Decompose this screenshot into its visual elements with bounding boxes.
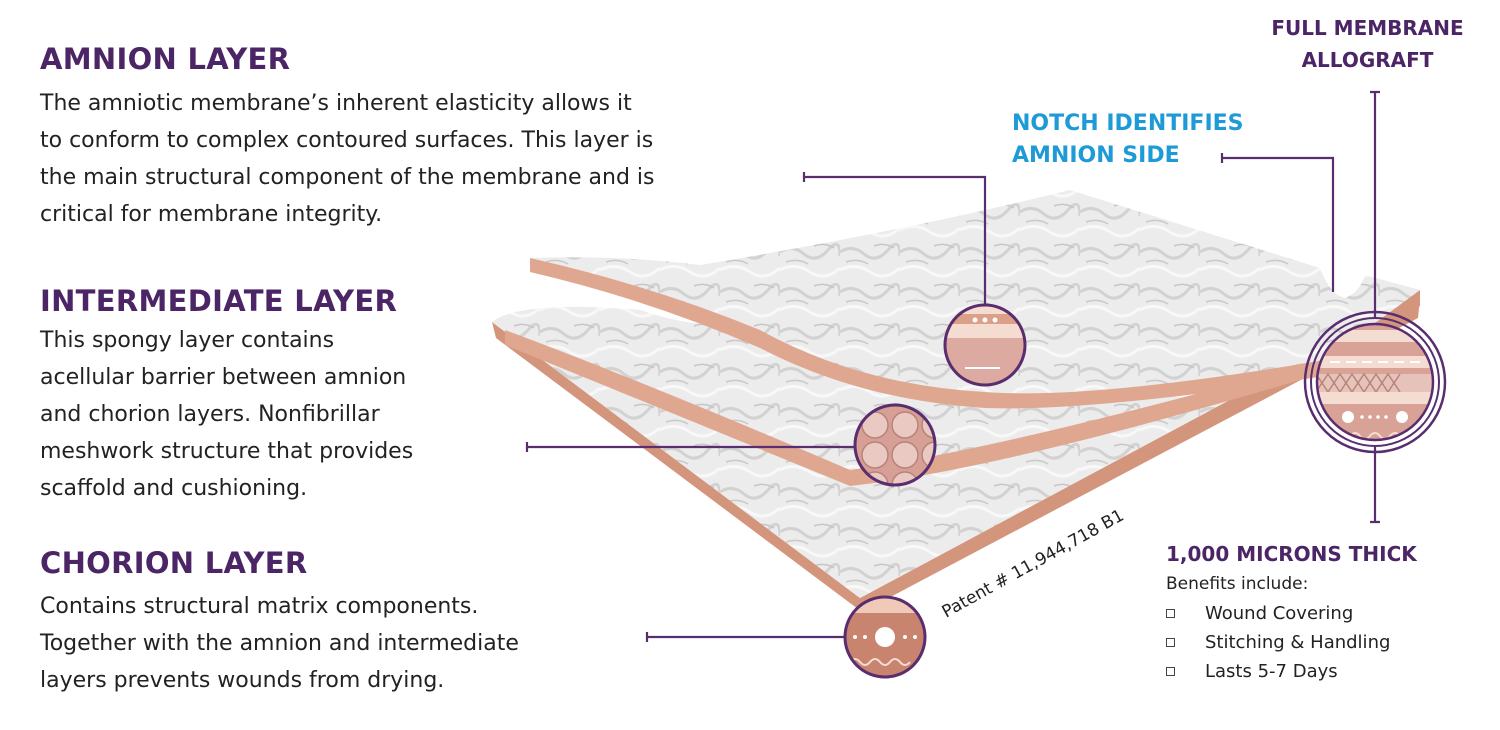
square-bullet-icon [1166,638,1175,647]
notch-line: AMNION SIDE [1012,143,1180,168]
amnion-layer-title: AMNION LAYER [40,42,291,76]
full-membrane-magnifier [1303,310,1447,454]
benefit-item: Wound Covering [1166,599,1390,628]
amnion-desc-line: The amniotic membrane’s inherent elastic… [40,91,632,116]
full-membrane-leader-bottom [1370,446,1380,524]
square-bullet-icon [1166,667,1175,676]
full-membrane-callout: FULL MEMBRANE ALLOGRAFT [1245,12,1490,76]
full-membrane-leader-top [1370,90,1380,318]
chorion-leader [645,632,845,642]
full-membrane-line: ALLOGRAFT [1301,48,1434,72]
intermediate-layer-description: This spongy layer contains acellular bar… [40,322,413,507]
chorion-desc-line: Contains structural matrix components. [40,594,479,619]
chorion-magnifier [843,595,927,679]
notch-callout: NOTCH IDENTIFIES AMNION SIDE [1012,108,1244,172]
intermediate-leader [525,442,855,452]
full-membrane-line: FULL MEMBRANE [1271,16,1464,40]
amnion-leader [802,172,987,305]
intermediate-sheet [505,330,1320,486]
amnion-desc-line: to conform to complex contoured surfaces… [40,128,654,153]
thickness-title: 1,000 MICRONS THICK [1166,542,1417,566]
intermediate-desc-line: meshwork structure that provides [40,439,414,464]
chorion-desc-line: Together with the amnion and intermediat… [40,631,519,656]
intermediate-layer-title: INTERMEDIATE LAYER [40,284,398,318]
amnion-desc-line: critical for membrane integrity. [40,202,383,227]
intermediate-desc-line: This spongy layer contains [40,328,335,353]
intermediate-desc-line: scaffold and cushioning. [40,476,308,501]
leader-lines [525,90,1380,642]
amnion-desc-line: the main structural component of the mem… [40,165,655,190]
benefit-label: Wound Covering [1205,603,1354,624]
benefit-label: Lasts 5-7 Days [1205,661,1338,682]
chorion-desc-line: layers prevents wounds from drying. [40,668,445,693]
benefits-list: Wound Covering Stitching & Handling Last… [1166,599,1390,686]
benefit-item: Stitching & Handling [1166,628,1390,657]
notch-line: NOTCH IDENTIFIES [1012,111,1244,136]
benefit-label: Stitching & Handling [1205,632,1391,653]
square-bullet-icon [1166,609,1175,618]
amnion-layer-description: The amniotic membrane’s inherent elastic… [40,85,655,233]
benefits-intro: Benefits include: [1166,574,1309,594]
chorion-layer-description: Contains structural matrix components. T… [40,588,519,699]
intermediate-desc-line: acellular barrier between amnion [40,365,407,390]
chorion-layer-title: CHORION LAYER [40,546,308,580]
notch-leader [1220,153,1335,292]
intermediate-desc-line: and chorion layers. Nonfibrillar [40,402,380,427]
benefit-item: Lasts 5-7 Days [1166,657,1390,686]
